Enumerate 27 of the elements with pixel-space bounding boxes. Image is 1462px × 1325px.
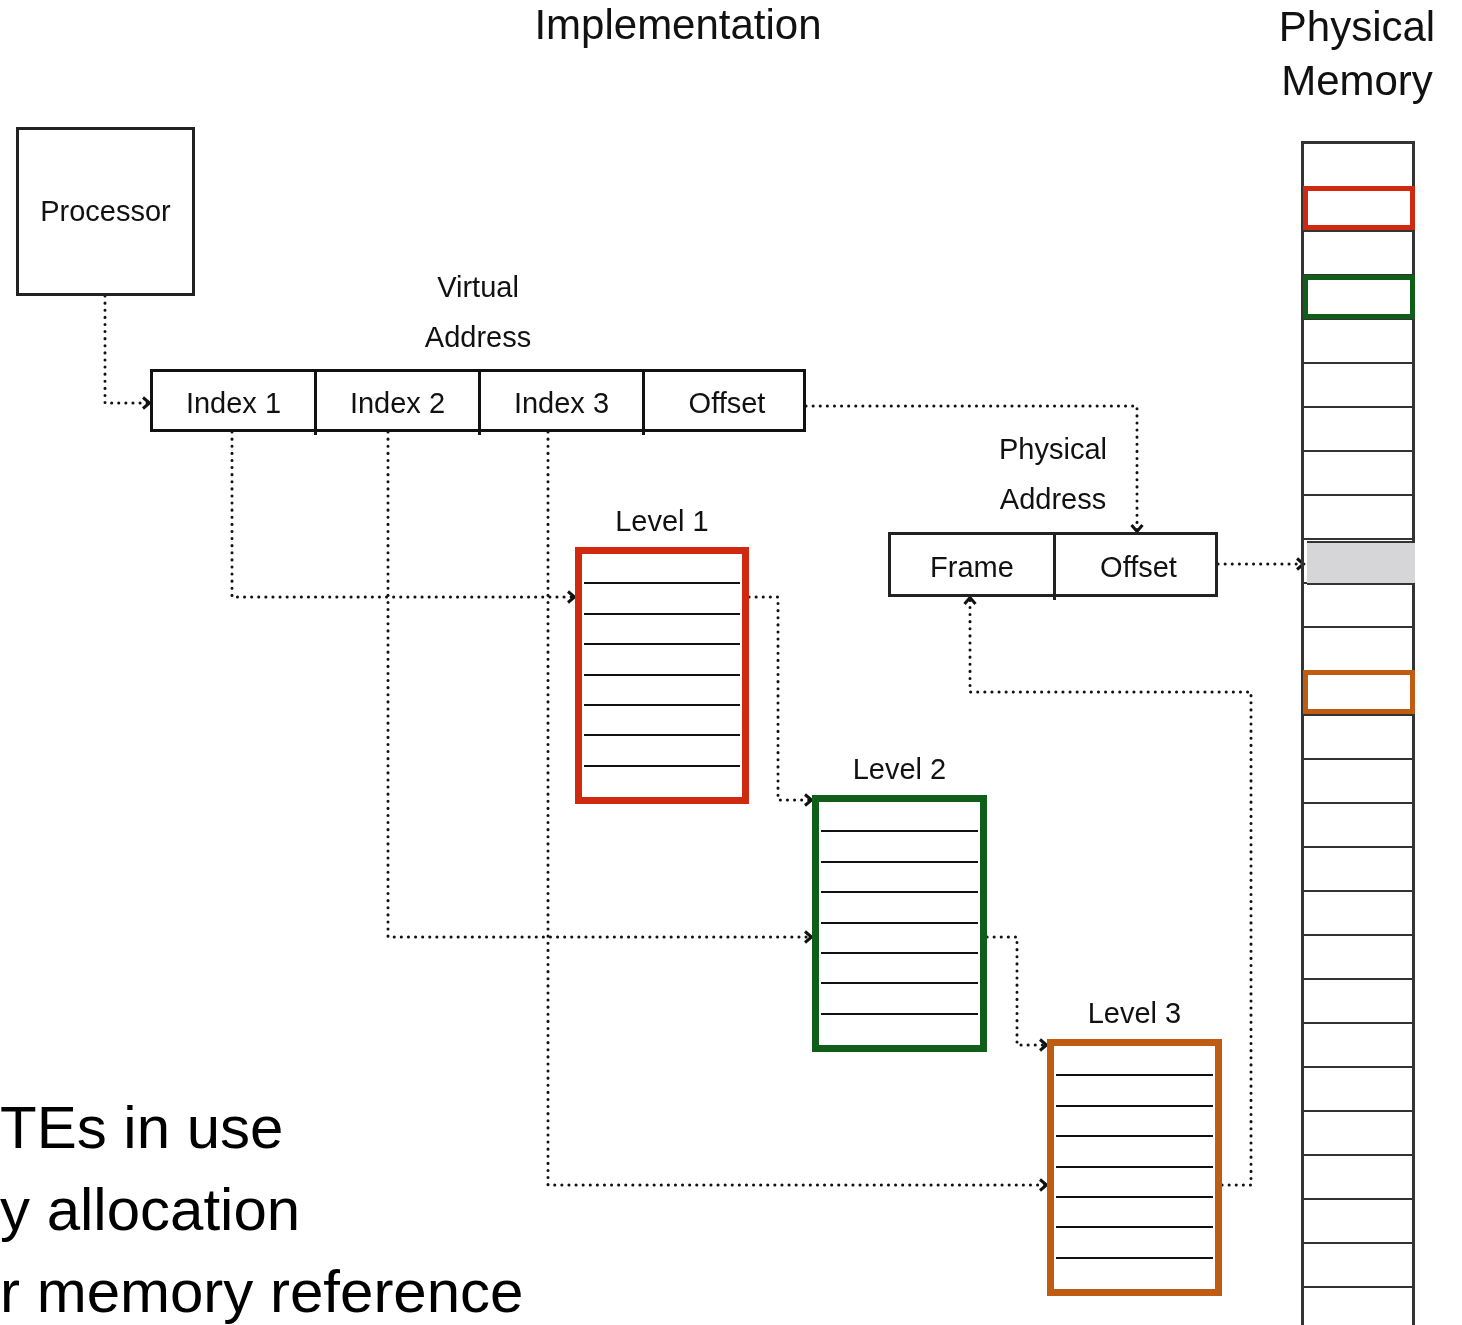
address-field: Index 2 bbox=[317, 372, 481, 435]
bullet-text: TEs in use bbox=[0, 1093, 284, 1163]
address-field: Offset bbox=[645, 372, 809, 435]
memory-frame bbox=[1307, 541, 1415, 585]
diagram-title: Implementation bbox=[533, 0, 823, 50]
arrow bbox=[103, 294, 152, 410]
table-label: Level 2 bbox=[851, 752, 948, 787]
arrow bbox=[1216, 557, 1306, 571]
arrow bbox=[386, 430, 814, 944]
address-field: Offset bbox=[1056, 535, 1221, 600]
arrow bbox=[230, 430, 577, 604]
arrow bbox=[985, 935, 1049, 1052]
address-field: Frame bbox=[891, 535, 1056, 600]
arrow bbox=[546, 430, 1049, 1192]
arrow bbox=[804, 404, 1144, 534]
address-field: Index 1 bbox=[153, 372, 317, 435]
bullet-text: r memory reference bbox=[0, 1257, 524, 1325]
table-label: Level 3 bbox=[1086, 996, 1183, 1031]
arrow bbox=[747, 595, 814, 807]
arrow bbox=[963, 595, 1253, 1187]
register-label: Virtual Address bbox=[423, 270, 533, 355]
processor-box: Processor bbox=[16, 127, 195, 296]
address-field: Index 3 bbox=[481, 372, 645, 435]
bullet-text: y allocation bbox=[0, 1175, 301, 1245]
memory-label: Physical Memory bbox=[1277, 2, 1437, 106]
table-label: Level 1 bbox=[614, 504, 710, 539]
register-label: Physical Address bbox=[998, 432, 1108, 517]
